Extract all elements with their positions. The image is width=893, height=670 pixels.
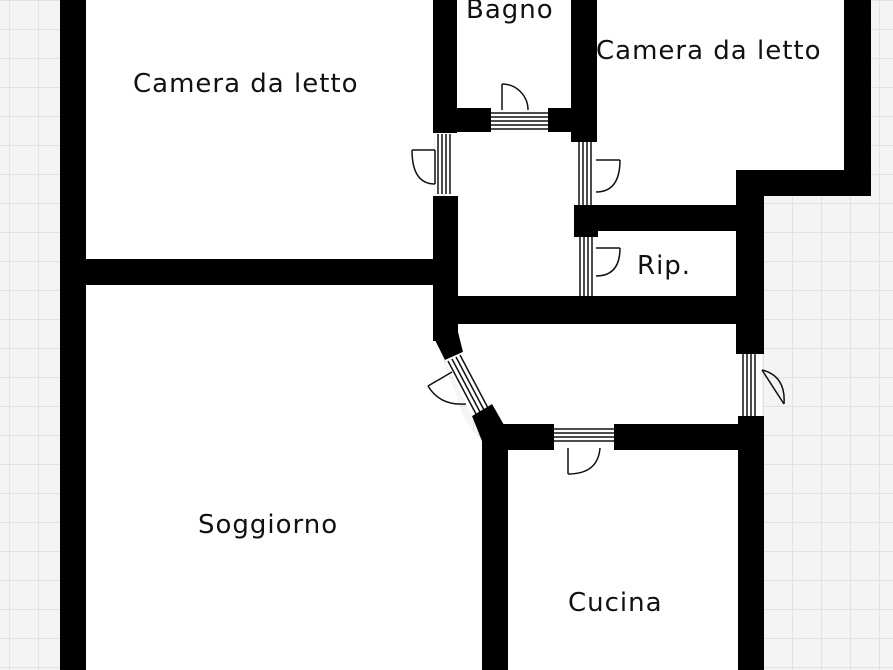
doors: [411, 83, 785, 475]
room-label-storage: Rip.: [637, 251, 692, 281]
walls: [60, 0, 871, 670]
room-label-kitchen: Cucina: [568, 588, 663, 618]
storage-area: [592, 226, 738, 300]
wall-bath-south-right: [548, 108, 597, 132]
wall-east-lower: [738, 416, 764, 670]
room-fills: [78, 0, 852, 670]
room-label-living-room: Soggiorno: [198, 510, 339, 540]
hall-area: [446, 110, 588, 304]
door-bathroom: [491, 83, 548, 130]
wall-bedroom2-east: [844, 0, 871, 196]
door-bedroom-2: [576, 142, 621, 205]
door-bedroom-1: [411, 134, 455, 194]
door-east: [740, 354, 785, 416]
wall-east-upper: [736, 170, 764, 354]
wall-bath-south-left: [433, 108, 491, 132]
bedroom-1-area: [78, 0, 434, 264]
room-label-bathroom: Bagno: [466, 0, 554, 25]
bathroom-area: [454, 0, 574, 110]
door-storage: [577, 237, 621, 296]
wall-kitchen-west: [482, 424, 508, 670]
room-label-bedroom-1: Camera da letto: [133, 69, 359, 99]
corridor-area: [456, 320, 746, 428]
living-room-area: [78, 282, 488, 670]
door-kitchen: [554, 426, 614, 475]
wall-storage-west: [574, 205, 598, 237]
wall-corridor-north: [433, 296, 764, 324]
room-label-bedroom-2: Camera da letto: [596, 36, 822, 66]
wall-diagonal-lower: [472, 404, 508, 446]
kitchen-area: [505, 446, 743, 670]
wall-diagonal-upper: [433, 328, 463, 360]
wall-storage-north: [574, 205, 764, 231]
wall-bedroom-living: [60, 259, 446, 285]
bedroom-2-area: [592, 0, 852, 206]
wall-west: [60, 0, 86, 670]
door-living-room: [427, 352, 492, 416]
wall-kitchen-north-right: [614, 424, 764, 450]
